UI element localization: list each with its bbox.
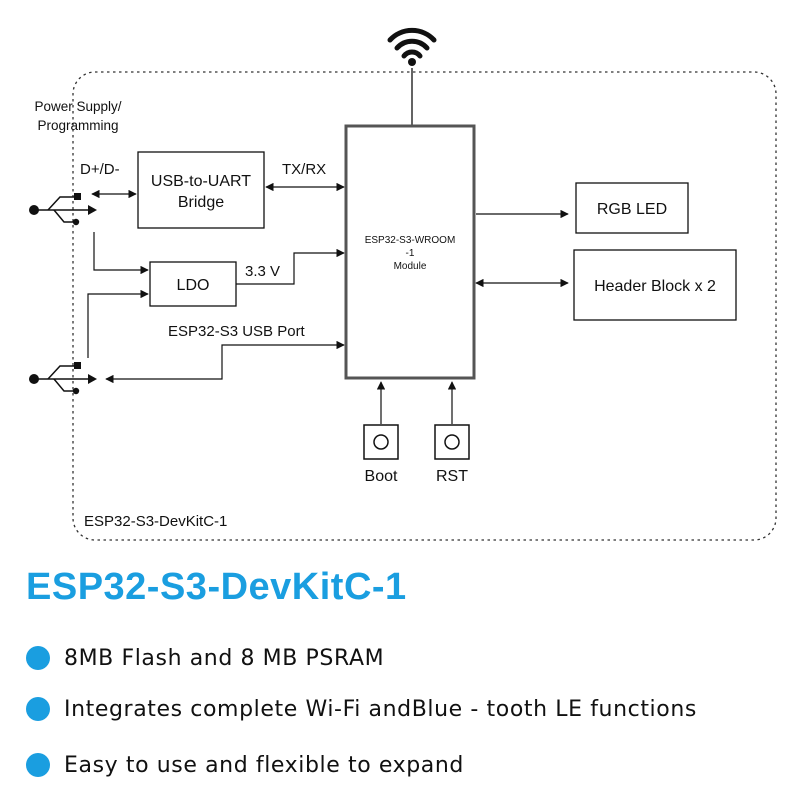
module-label-line3: Module [394,261,427,272]
feature-text: 8MB Flash and 8 MB PSRAM [64,645,385,671]
push-button-icon [434,424,470,460]
voltage-label: 3.3 V [245,263,280,280]
feature-item: 8MB Flash and 8 MB PSRAM [26,640,384,676]
usb-uart-label-line2: Bridge [178,194,224,211]
usb2-to-ldo-line [87,289,149,358]
feature-item: Easy to use and flexible to expand [26,747,464,783]
usb-uart-label-line1: USB-to-UART [151,173,251,190]
usb-icon [29,193,97,226]
module-label-line1: ESP32-S3-WROOM [365,235,456,246]
usb-port-label: ESP32-S3 USB Port [168,323,306,340]
power-supply-label: Power Supply/ [34,99,121,114]
product-title: ESP32-S3-DevKitC-1 [26,566,407,608]
block-diagram: Power Supply/ Programming D+/D- USB-to-U… [29,27,777,541]
vbus-to-ldo-line [93,232,149,275]
ldo-label: LDO [177,277,210,294]
boot-label: Boot [365,468,398,485]
rst-label: RST [436,468,468,485]
module-label-line2: -1 [406,248,415,259]
ldo-to-module-line [236,248,345,285]
bullet-icon [26,697,50,721]
wifi-icon [387,27,437,66]
bullet-icon [26,753,50,777]
txrx-label: TX/RX [282,161,326,178]
feature-item: Integrates complete Wi-Fi andBlue - toot… [26,691,697,727]
feature-text: Easy to use and flexible to expand [64,752,464,778]
feature-text: Integrates complete Wi-Fi andBlue - toot… [64,696,697,722]
push-button-icon [363,424,399,460]
module-box [344,124,476,380]
rgb-led-box [575,182,689,234]
dpdm-label: D+/D- [80,161,120,178]
usb-port-line [105,340,345,384]
programming-label: Programming [37,118,118,133]
usb-uart-bridge-box [137,151,265,229]
board-label: ESP32-S3-DevKitC-1 [84,513,227,530]
usb-icon [29,362,97,395]
ldo-box [149,261,237,307]
bullet-icon [26,646,50,670]
rgb-led-label: RGB LED [597,201,667,218]
header-block-label: Header Block x 2 [594,278,716,295]
header-block-box [573,249,737,321]
